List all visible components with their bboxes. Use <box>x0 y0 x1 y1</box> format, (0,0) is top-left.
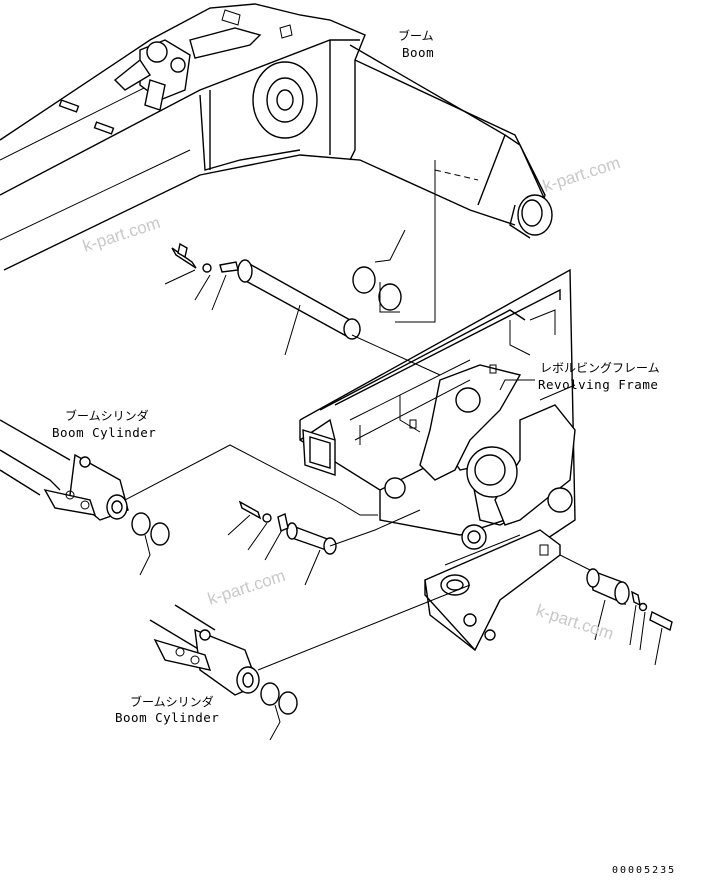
boom <box>0 3 553 271</box>
cylinder-foot-pin-right <box>559 554 673 666</box>
cyl1-shim-2 <box>150 522 170 546</box>
watermark-2: k-part.com <box>80 213 162 256</box>
lower-boom-cylinder <box>149 584 471 741</box>
boom-label-jp: ブーム <box>398 28 434 43</box>
upper-boom-cylinder <box>0 419 378 576</box>
cyl2-shim-2 <box>278 691 298 715</box>
boom-label-en: Boom <box>402 45 434 60</box>
shim-1 <box>352 266 376 294</box>
drawing-number: 00005235 <box>612 865 676 876</box>
frame-label-en: Revolving Frame <box>538 377 658 392</box>
cyl1-shim-1 <box>131 512 151 536</box>
lower-bracket <box>424 529 561 652</box>
cylinder-foot-pin-left <box>227 500 421 586</box>
watermark-1: k-part.com <box>540 153 622 196</box>
boom-foot-pin-group <box>164 229 441 376</box>
cylinder-label-en: Boom Cylinder <box>52 425 156 440</box>
cyl2-shim-1 <box>260 682 280 706</box>
shim-2 <box>378 283 402 311</box>
cylinder2-label-jp: ブームシリンダ <box>130 694 214 709</box>
revolving-frame <box>299 268 576 556</box>
frame-label-jp: レボルビングフレーム <box>540 361 660 375</box>
cylinder2-label-en: Boom Cylinder <box>115 710 219 725</box>
cylinder-label-jp: ブームシリンダ <box>65 408 149 423</box>
watermark-3: k-part.com <box>205 566 287 609</box>
